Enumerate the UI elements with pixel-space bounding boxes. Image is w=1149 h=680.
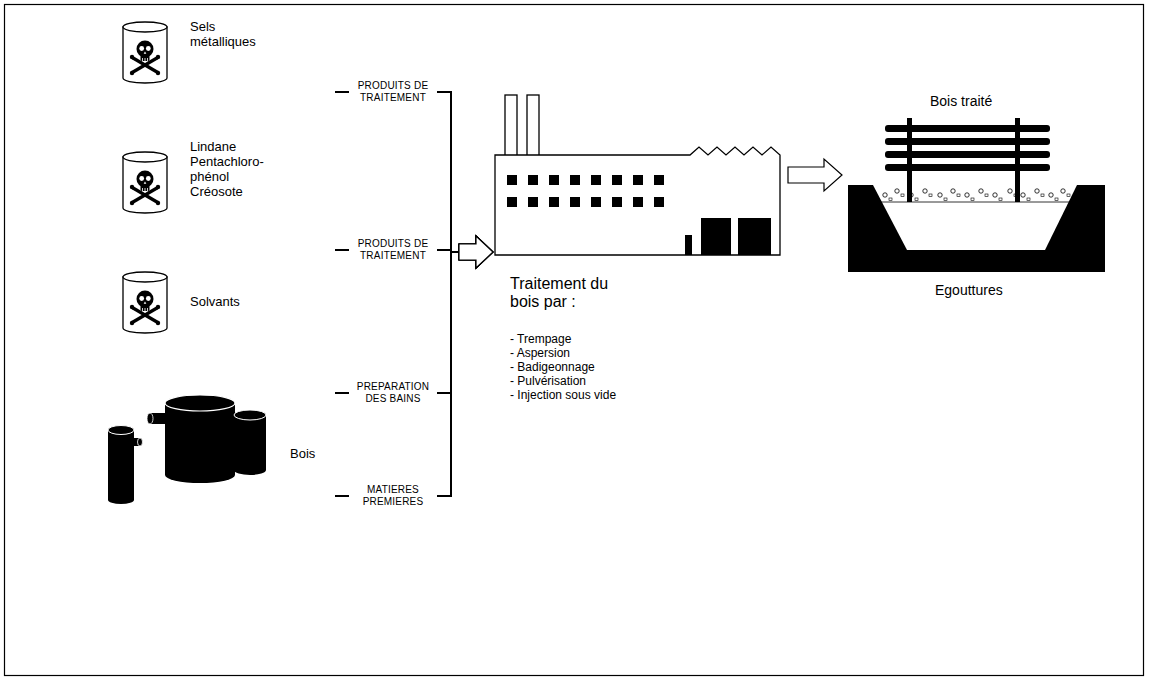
edge-label: PRODUITS DE TRAITEMENT [349, 80, 437, 104]
flow-connector [335, 236, 493, 393]
drip-basin [845, 90, 1110, 278]
node-text: - Trempage [510, 333, 571, 347]
node-text: Bois traité [930, 93, 992, 109]
node-text: - Badigeonnage [510, 361, 595, 375]
chemical-drum: Sels métalliques [110, 10, 335, 95]
flow-connector [335, 236, 493, 268]
node-text: Egouttures [935, 282, 1003, 298]
raw-wood: Bois [100, 385, 335, 510]
edge-label: PREPARATION DES BAINS [349, 381, 437, 405]
node-text: - Pulvérisation [510, 375, 586, 389]
edge-label: PRODUITS DE TRAITEMENT [349, 238, 437, 262]
toxic-barrel [120, 150, 170, 216]
node-text: - Aspersion [510, 347, 570, 361]
drip-basin-area: Bois traitéEgouttures [845, 90, 1110, 300]
toxic-barrel [120, 20, 170, 86]
chemical-drum: Lindane Pentachloro- phénol Créosote [110, 135, 335, 260]
flow-connector [335, 236, 493, 496]
wood-logs [100, 385, 275, 510]
node-text: - Injection sous vide [510, 389, 616, 403]
chemical-drum: Solvants [110, 260, 335, 400]
frame-border [5, 5, 1144, 676]
factory-building [495, 90, 785, 270]
node-text: Sels métalliques [190, 20, 280, 50]
flow-connector [788, 159, 842, 191]
node-text: Solvants [190, 295, 285, 310]
node-text: Bois [290, 447, 315, 462]
treatment-plant: Traitement du bois par : - Trempage- Aspe… [495, 90, 785, 410]
node-text: Traitement du bois par : [510, 275, 610, 312]
flow-connector [335, 92, 493, 268]
toxic-barrel [120, 270, 170, 336]
node-text: Lindane Pentachloro- phénol Créosote [190, 140, 285, 200]
edge-label: MATIERES PREMIERES [349, 484, 437, 508]
